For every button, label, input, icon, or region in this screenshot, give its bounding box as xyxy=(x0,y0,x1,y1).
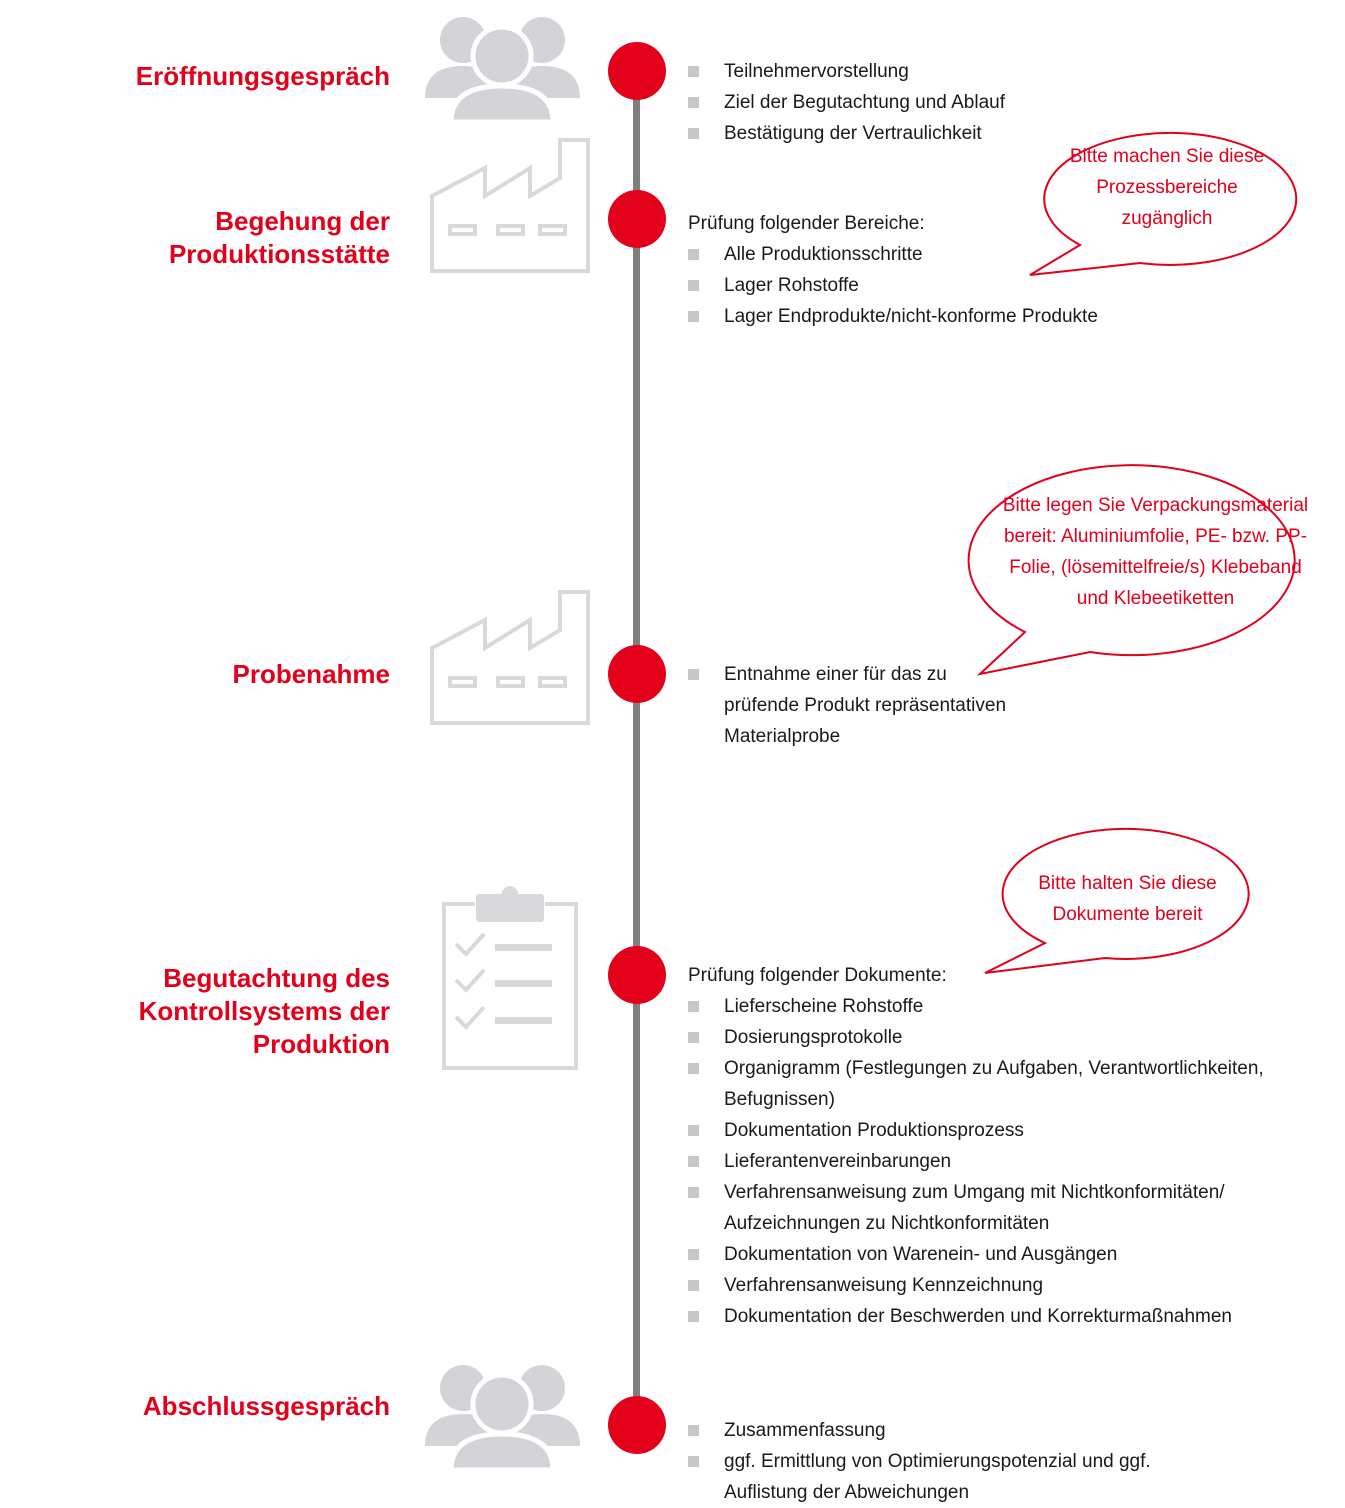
timeline-dot xyxy=(608,645,666,703)
timeline-dot xyxy=(608,1396,666,1454)
list-item: Organigramm (Festlegungen zu Aufgaben, V… xyxy=(688,1053,1298,1115)
list-item: Lager Endprodukte/nicht-konforme Produkt… xyxy=(688,301,1098,332)
timeline-dot xyxy=(608,42,666,100)
list-item: Dosierungsprotokolle xyxy=(688,1022,1298,1053)
list-item: Dokumentation Produktionsprozess xyxy=(688,1115,1298,1146)
stage-title-abschlussgespraech: Abschlussgespräch xyxy=(142,1391,390,1421)
clipboard-checklist-icon xyxy=(442,886,578,1070)
stage-title-eroeffnungsgespraech: Eröffnungsgespräch xyxy=(135,61,390,91)
callout-bubble xyxy=(1029,131,1298,276)
list-item: Lager Rohstoffe xyxy=(688,270,1098,301)
stage-items: Prüfung folgender Dokumente: Lieferschei… xyxy=(688,960,1298,1332)
callout-text: Bitte halten Sie diese Dokumente bereit xyxy=(1038,873,1217,925)
stage-title-probenahme: Probenahme xyxy=(232,659,391,689)
list-item: Dokumentation von Warenein- und Ausgänge… xyxy=(688,1239,1298,1270)
group-icon xyxy=(425,17,580,122)
list-item: Bestätigung der Vertraulichkeit xyxy=(688,118,1005,149)
stage-title-begutachtung: Begutachtung des Kontrollsystems der Pro… xyxy=(138,963,390,1059)
list-item: Lieferantenvereinbarungen xyxy=(688,1146,1298,1177)
timeline-dot xyxy=(608,190,666,248)
callout-text: Bitte legen Sie Verpackungsmaterial bere… xyxy=(1002,495,1309,609)
stage-items: Zusammenfassung ggf. Ermittlung von Opti… xyxy=(688,1415,1158,1508)
list-item: Alle Produktionsschritte xyxy=(688,239,1098,270)
factory-icon xyxy=(430,138,590,273)
callout-text: Bitte machen Sie diese Prozessbereiche z… xyxy=(1069,146,1265,229)
callout-bubble xyxy=(967,464,1296,676)
list-item: Verfahrensanweisung zum Umgang mit Nicht… xyxy=(688,1177,1298,1239)
stage-items: Teilnehmervorstellung Ziel der Begutacht… xyxy=(688,56,1005,149)
timeline-line xyxy=(633,70,640,1425)
stage-title-begehung: Begehung der Produktionsstätte xyxy=(168,206,390,269)
list-item: Entnahme einer für das zu prüfende Produ… xyxy=(688,659,1018,752)
list-intro: Prüfung folgender Dokumente: xyxy=(688,965,947,986)
list-item: Verfahrensanweisung Kennzeichnung xyxy=(688,1270,1298,1301)
list-item: ggf. Ermittlung von Optimierungspotenzia… xyxy=(688,1446,1158,1508)
stage-items: Entnahme einer für das zu prüfende Produ… xyxy=(688,659,1018,752)
callout-bubble xyxy=(984,827,1250,974)
group-icon xyxy=(425,1365,580,1470)
list-intro: Prüfung folgender Bereiche: xyxy=(688,213,925,234)
stage-items: Prüfung folgender Bereiche: Alle Produkt… xyxy=(688,208,1098,332)
list-item: Dokumentation der Beschwerden und Korrek… xyxy=(688,1301,1298,1332)
list-item: Teilnehmervorstellung xyxy=(688,56,1005,87)
list-item: Ziel der Begutachtung und Ablauf xyxy=(688,87,1005,118)
list-item: Lieferscheine Rohstoffe xyxy=(688,991,1298,1022)
factory-icon xyxy=(430,590,590,725)
list-item: Zusammenfassung xyxy=(688,1415,1158,1446)
timeline-dot xyxy=(608,946,666,1004)
